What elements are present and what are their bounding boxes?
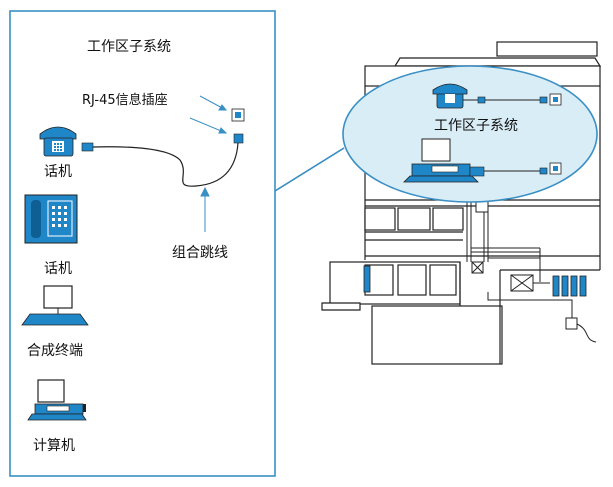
roof-slab <box>393 57 602 67</box>
panel-title: 工作区子系统 <box>87 39 171 55</box>
lens-phone-icon <box>432 83 468 109</box>
wall-phone-icon <box>24 194 78 244</box>
building-cabling <box>466 194 597 343</box>
magnifier-label: 工作区子系统 <box>434 118 518 134</box>
device-label-computer: 计算机 <box>33 438 75 454</box>
outlet-arrows <box>189 95 228 134</box>
telecom-closet-marker <box>363 265 371 293</box>
integrated-terminal-icon <box>21 285 89 326</box>
device-label-phone-2: 话机 <box>44 261 72 277</box>
device-label-terminal: 合成终端 <box>27 343 83 359</box>
roof-top <box>496 41 598 57</box>
foundation <box>371 305 503 365</box>
computer-icon <box>27 379 87 421</box>
outlet-label: RJ-45信息插座 <box>82 92 168 108</box>
rj45-outlet-icon <box>231 108 245 122</box>
building-blue-elements <box>363 265 587 297</box>
desk-phone-icon <box>39 126 77 157</box>
cable-arrow <box>200 186 210 232</box>
cable-label: 组合跳线 <box>172 245 228 261</box>
patch-cord <box>81 142 239 187</box>
device-label-phone-1: 话机 <box>44 164 72 180</box>
outlet-plug-icon <box>233 133 244 144</box>
lens-computer-icon <box>403 138 479 183</box>
